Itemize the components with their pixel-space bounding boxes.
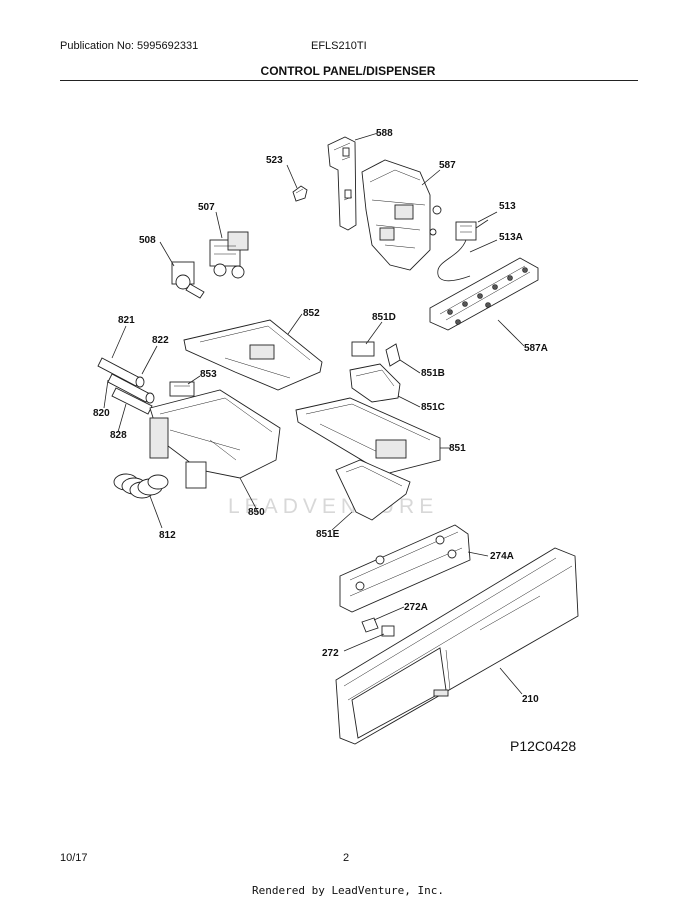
part-272A-272-buttons — [361, 617, 395, 637]
publication-number: Publication No: 5995692331 — [60, 40, 199, 52]
callout-851B: 851B — [421, 368, 445, 379]
part-851E-siphon — [335, 459, 411, 521]
callout-272: 272 — [322, 648, 339, 659]
callout-210: 210 — [522, 694, 539, 705]
part-812-bellows — [113, 473, 169, 499]
callout-821: 821 — [118, 315, 135, 326]
callout-851: 851 — [449, 443, 466, 454]
header-rule — [60, 80, 638, 81]
callout-508: 508 — [139, 235, 156, 246]
drawing-code: P12C0428 — [510, 738, 577, 754]
part-850-housing — [149, 389, 281, 489]
callout-812: 812 — [159, 530, 176, 541]
part-851D-851B — [351, 341, 401, 367]
part-821-822-hoses — [97, 357, 155, 415]
part-851C-cup — [349, 363, 401, 403]
part-523-clip — [292, 185, 308, 202]
callout-820: 820 — [93, 408, 110, 419]
callout-587A: 587A — [524, 343, 548, 354]
rendered-by: Rendered by LeadVenture, Inc. — [251, 884, 445, 897]
model-number: EFLS210TI — [311, 40, 367, 52]
part-513-switch — [455, 219, 489, 241]
callout-850: 850 — [248, 507, 265, 518]
page-title: CONTROL PANEL/DISPENSER — [260, 64, 436, 78]
callout-523: 523 — [266, 155, 283, 166]
callout-513A: 513A — [499, 232, 523, 243]
callout-587: 587 — [439, 160, 456, 171]
part-587-board — [361, 159, 442, 271]
part-853-connector — [169, 381, 195, 397]
callout-822: 822 — [152, 335, 169, 346]
part-852-cover — [183, 319, 323, 391]
part-210-console — [335, 547, 579, 745]
part-274A-frame — [339, 524, 471, 613]
part-507-valve — [209, 231, 249, 279]
part-513A-harness — [437, 239, 471, 282]
callout-513: 513 — [499, 201, 516, 212]
callout-588: 588 — [376, 128, 393, 139]
callout-507: 507 — [198, 202, 215, 213]
part-587A-board — [429, 257, 539, 331]
callout-274A: 274A — [490, 551, 514, 562]
page-number: 2 — [343, 852, 350, 864]
part-588-bracket — [327, 136, 357, 231]
callout-852: 852 — [303, 308, 320, 319]
callout-828: 828 — [110, 430, 127, 441]
part-508-valve — [171, 261, 205, 299]
part-851-drawer — [295, 397, 441, 475]
callout-853: 853 — [200, 369, 217, 380]
leader-lines — [103, 132, 525, 695]
callout-851C: 851C — [421, 402, 445, 413]
callout-851E: 851E — [316, 529, 340, 540]
callout-851D: 851D — [372, 312, 396, 323]
callout-272A: 272A — [404, 602, 428, 613]
revision-date: 10/17 — [60, 852, 88, 864]
